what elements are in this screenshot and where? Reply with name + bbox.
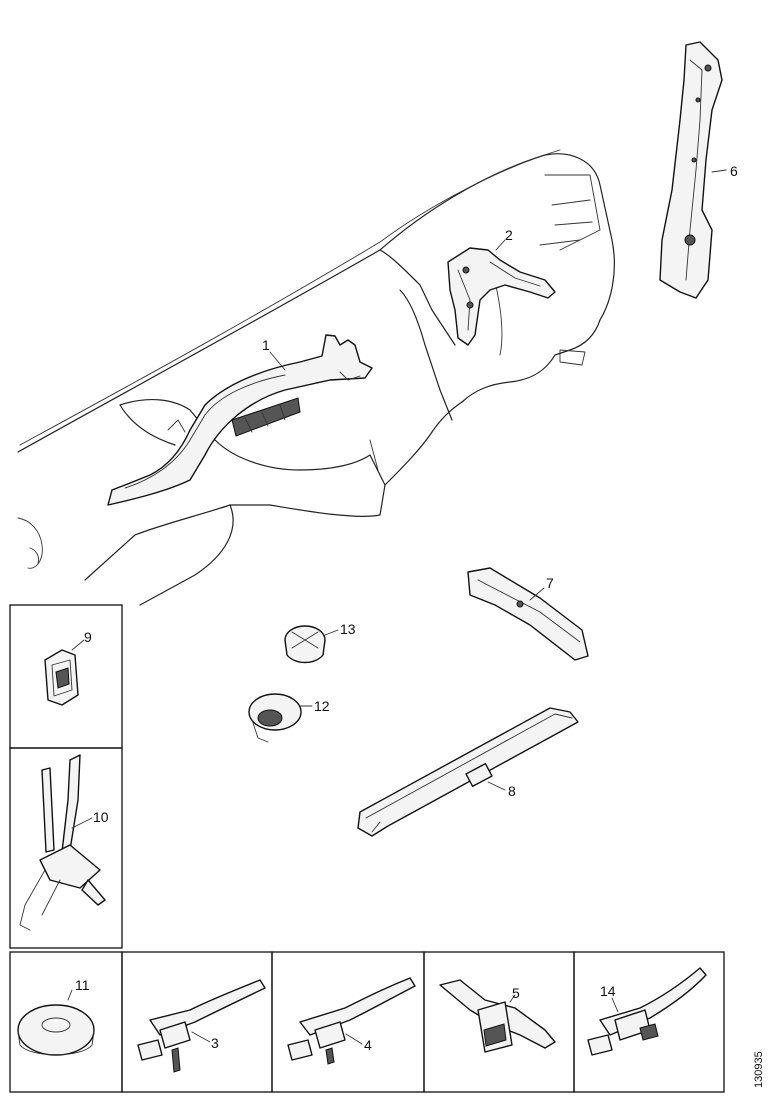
part-6-vertical-rail: [659, 41, 727, 299]
part-3-cable-tie: [137, 979, 266, 1073]
leader-13: [324, 629, 339, 636]
dashboard-outline: [17, 149, 615, 606]
leader-2: [495, 239, 506, 251]
part-8-long-rail: [357, 707, 579, 837]
part-4-cable-tie: [287, 977, 416, 1065]
part-7-bracket: [467, 567, 589, 661]
callout-11: 11: [75, 977, 90, 993]
leader-14: [611, 997, 619, 1013]
callout-7: 7: [546, 575, 554, 591]
leader-1: [269, 351, 286, 371]
leader-8: [487, 781, 506, 791]
reference-number: 130935: [753, 1051, 765, 1088]
leader-10: [71, 817, 93, 829]
callout-6: 6: [730, 163, 738, 179]
part-10-harness-holder: [19, 754, 106, 931]
leader-4: [345, 1033, 363, 1045]
callout-1: 1: [262, 337, 270, 353]
callout-12: 12: [314, 698, 330, 714]
inset-panel-left: [9, 604, 123, 949]
leader-9: [71, 639, 85, 651]
callout-9: 9: [84, 629, 92, 645]
inset-panel-bottom: [9, 951, 725, 1093]
callout-10: 10: [93, 809, 109, 825]
leader-5: [509, 994, 516, 1003]
callout-5: 5: [512, 985, 520, 1001]
part-13-cap: [284, 625, 339, 664]
part-14-cable-tie: [587, 967, 707, 1056]
callout-13: 13: [340, 621, 356, 637]
callout-14: 14: [600, 983, 616, 999]
part-12-grommet: [248, 693, 313, 743]
leader-11: [67, 989, 73, 1001]
part-1-center-bracket: [107, 334, 373, 506]
part-9-clip: [44, 639, 85, 706]
callout-3: 3: [211, 1035, 219, 1051]
part-2-bracket: [447, 239, 556, 346]
callout-8: 8: [508, 783, 516, 799]
leader-3: [191, 1031, 211, 1043]
part-11-washer: [17, 989, 95, 1056]
leader-6: [711, 169, 727, 173]
part-5-cable-tie: [439, 979, 556, 1053]
callout-labels: 1 2 3 4 5 6 7 8 9 10 11 12 13 14: [75, 163, 738, 1053]
callout-2: 2: [505, 227, 513, 243]
leader-7: [529, 587, 545, 601]
callout-4: 4: [364, 1037, 372, 1053]
